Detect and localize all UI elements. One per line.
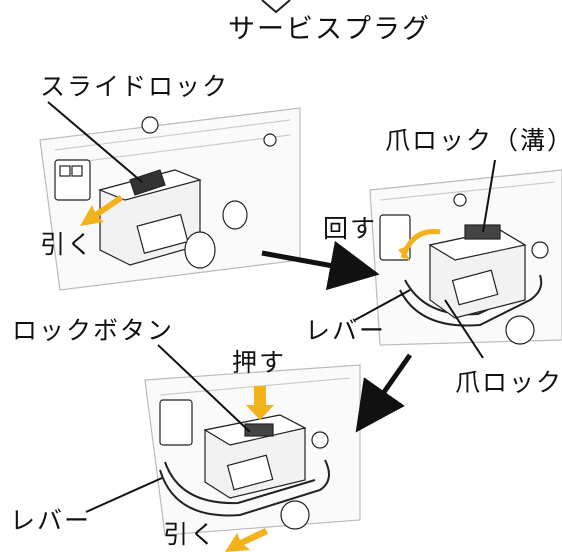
flow-arrow-icon (261, 240, 380, 291)
lock-button-label: ロックボタン (12, 316, 175, 345)
leader-lever-1 (354, 289, 411, 321)
title-label: サービスプラグ (228, 14, 431, 45)
leader-lever-2 (85, 477, 163, 513)
rotate-label: 回す (323, 214, 378, 243)
leader-claw-lock-groove (482, 159, 496, 233)
flow-arrow-icon (355, 353, 413, 433)
panel-1-plug-illustration (39, 107, 301, 291)
leader-slide-lock (47, 101, 143, 183)
pull-arrow-icon (80, 195, 123, 226)
top-arrow-tip (261, 0, 291, 14)
panel-2-plug-illustration (369, 169, 562, 346)
leader-claw-lock (444, 299, 484, 359)
pull-label: 引く (163, 520, 218, 549)
leader-lock-button (157, 344, 251, 433)
rotate-arrow-head-icon (398, 247, 410, 262)
panel-3-plug-illustration (144, 364, 361, 536)
lever-label: レバー (10, 506, 92, 535)
pull-arrow-icon (225, 528, 268, 552)
pull-label: 引く (40, 230, 95, 259)
lever-label: レバー (305, 316, 387, 345)
claw-lock-groove-label: 爪ロック（溝） (385, 126, 562, 155)
claw-lock-label: 爪ロック (455, 368, 562, 397)
slide-lock-label: スライドロック (40, 72, 230, 101)
push-label: 押す (232, 348, 287, 377)
push-arrow-icon (246, 386, 274, 420)
